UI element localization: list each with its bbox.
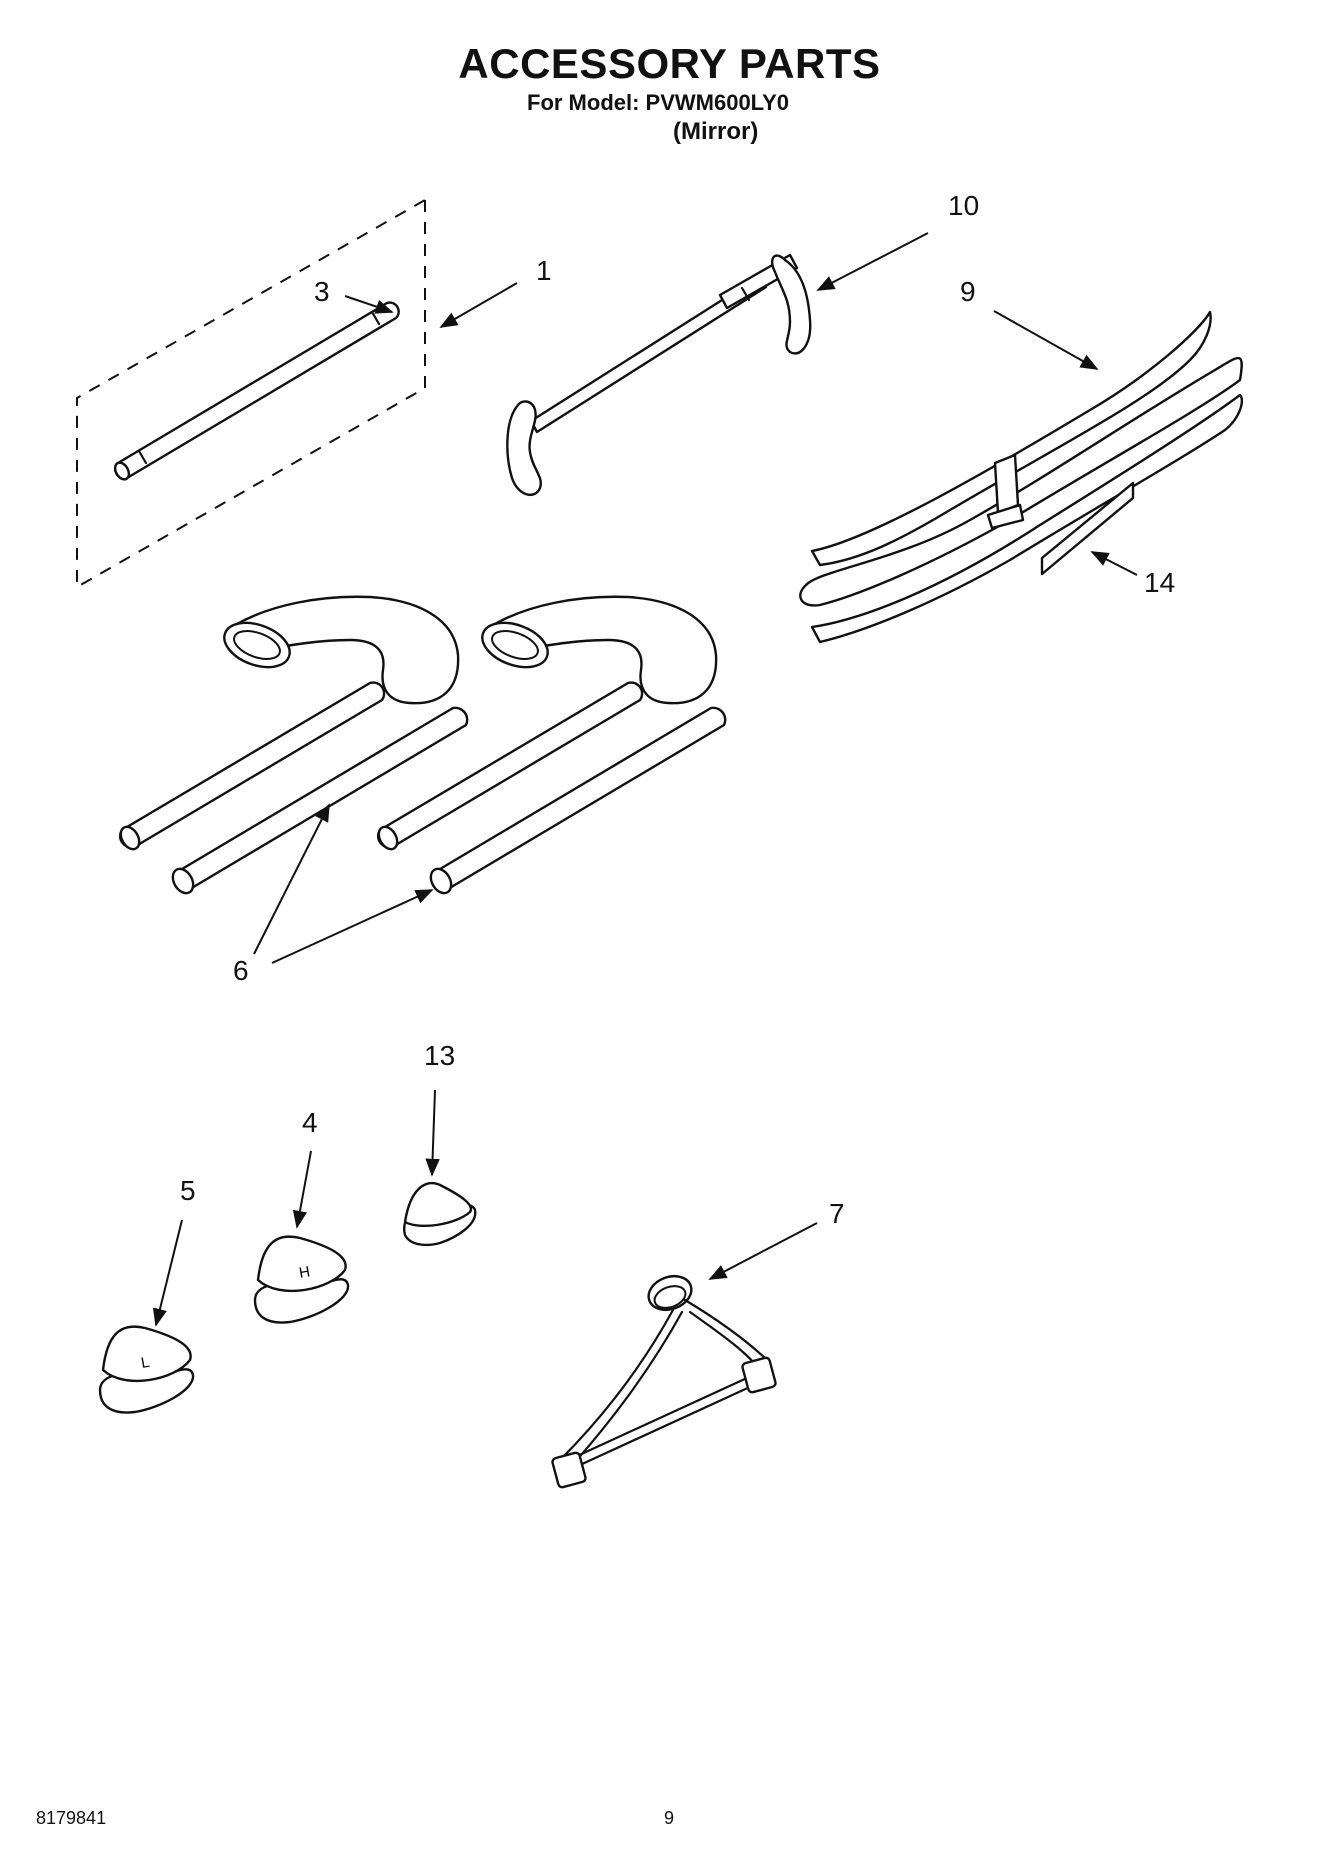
part-6-rack-left [119,595,469,895]
callout-7: 7 [829,1198,845,1229]
part-7-hanger [551,1274,777,1489]
callout-4: 4 [302,1107,318,1138]
leader-lines [152,232,1138,1327]
part-4-foot [253,1235,350,1324]
callout-1: 1 [536,255,552,286]
part-5-letter: L [140,1354,151,1372]
callout-9: 9 [960,276,976,307]
page-title: ACCESSORY PARTS [458,40,881,87]
callout-14: 14 [1144,567,1176,598]
part-6-rack-right [377,595,727,895]
document-number: 8179841 [36,1808,107,1828]
part-1-dashed-box [76,198,426,589]
part-5-foot [98,1325,195,1414]
callout-13: 13 [424,1040,456,1071]
callout-6: 6 [233,955,249,986]
model-number: For Model: PVWM600LY0 [527,90,790,115]
part-14-strip [1040,481,1135,576]
part-13-foot [403,1181,477,1247]
part-3-rod [113,301,400,481]
part-10-telescoping-pole [506,253,812,497]
callout-3: 3 [314,276,330,307]
callout-10: 10 [948,190,980,221]
part-9-clip [799,310,1244,644]
model-variant: (Mirror) [673,118,759,145]
callout-5: 5 [180,1175,196,1206]
page-number: 9 [664,1808,675,1828]
part-4-letter: H [298,1263,312,1282]
